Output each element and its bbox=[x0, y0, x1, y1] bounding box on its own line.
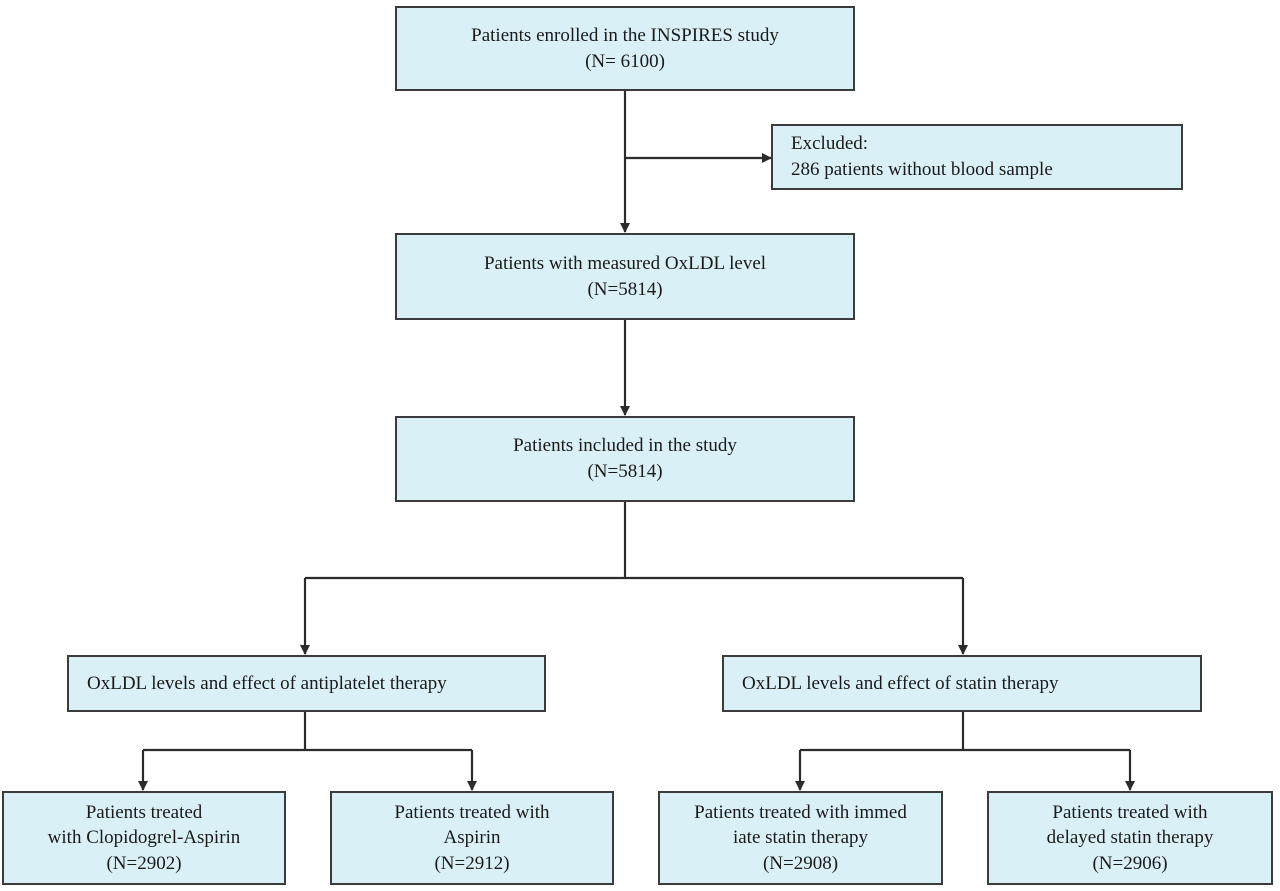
immediate-statin-box: Patients treated with immed iate statin … bbox=[658, 791, 943, 885]
included-box: Patients included in the study (N=5814) bbox=[395, 416, 855, 502]
immediate-line1: Patients treated with immed bbox=[694, 801, 907, 823]
split-connector-top bbox=[305, 501, 963, 580]
enrolled-count: (N= 6100) bbox=[585, 50, 665, 72]
enrolled-label: Patients enrolled in the INSPIRES study bbox=[471, 24, 779, 46]
antiplatelet-label: OxLDL levels and effect of antiplatelet … bbox=[87, 672, 447, 694]
excluded-detail: 286 patients without blood sample bbox=[791, 159, 1053, 180]
enrolled-box: Patients enrolled in the INSPIRES study … bbox=[395, 6, 855, 91]
immediate-line2: iate statin therapy bbox=[732, 827, 869, 849]
aspirin-line2: Aspirin bbox=[443, 827, 501, 849]
measured-box: Patients with measured OxLDL level (N=58… bbox=[395, 233, 855, 320]
excluded-label: Excluded: bbox=[791, 133, 869, 155]
measured-label: Patients with measured OxLDL level bbox=[483, 252, 767, 274]
delayed-count: (N=2906) bbox=[1092, 852, 1168, 874]
included-count: (N=5814) bbox=[587, 461, 663, 482]
statin-box: OxLDL levels and effect of statin therap… bbox=[722, 655, 1202, 712]
immediate-count: (N=2908) bbox=[762, 852, 839, 874]
clopidogrel-line2: with Clopidogrel-Aspirin bbox=[47, 827, 241, 849]
clopidogrel-line1: Patients treated bbox=[85, 801, 203, 823]
clopidogrel-box: Patients treated with Clopidogrel-Aspiri… bbox=[2, 791, 286, 885]
delayed-line2: delayed statin therapy bbox=[1046, 827, 1214, 849]
aspirin-count: (N=2912) bbox=[434, 852, 510, 874]
excluded-box: Excluded: 286 patients without blood sam… bbox=[771, 124, 1183, 190]
delayed-line1: Patients treated with bbox=[1052, 801, 1208, 823]
split-connector-antiplatelet bbox=[143, 711, 472, 752]
aspirin-box: Patients treated with Aspirin (N=2912) bbox=[330, 791, 614, 885]
measured-count: (N=5814) bbox=[587, 278, 663, 300]
split-connector-statin bbox=[800, 711, 1130, 752]
clopidogrel-count: (N=2902) bbox=[106, 852, 182, 874]
statin-label: OxLDL levels and effect of statin therap… bbox=[742, 672, 1059, 694]
delayed-statin-box: Patients treated with delayed statin the… bbox=[987, 791, 1273, 885]
antiplatelet-box: OxLDL levels and effect of antiplatelet … bbox=[67, 655, 546, 712]
aspirin-line1: Patients treated with bbox=[394, 801, 550, 823]
included-label: Patients included in the study bbox=[513, 435, 737, 457]
